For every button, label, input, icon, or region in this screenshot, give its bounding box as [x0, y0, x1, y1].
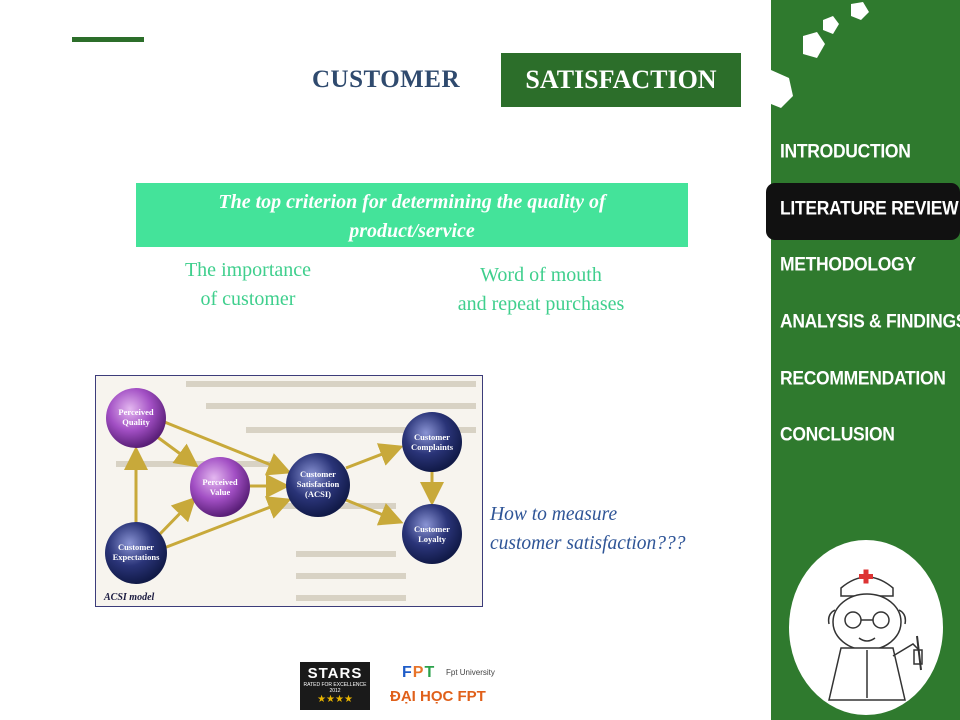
diagram-arrows	[124, 419, 444, 550]
fpt-logo-sub: Fpt University	[446, 668, 495, 677]
point-importance: The importance of customer	[160, 256, 336, 314]
fpt-logo-word: FPT	[402, 664, 435, 682]
acsi-model-figure: Perceived Quality Perceived Value Custom…	[95, 375, 483, 607]
node-perceived-value-label-2: Value	[210, 487, 231, 497]
node-customer-satisfaction-label-2: Satisfaction	[297, 479, 340, 489]
node-customer-complaints-label-2: Complaints	[411, 442, 454, 452]
nav-active-highlight	[766, 183, 960, 240]
node-customer-satisfaction-label-1: Customer	[300, 469, 336, 479]
nav-conclusion[interactable]: CONCLUSION	[780, 422, 895, 446]
nav-introduction[interactable]: INTRODUCTION	[780, 139, 911, 163]
node-customer-loyalty-label-2: Loyalty	[418, 534, 447, 544]
node-perceived-quality-label-2: Quality	[122, 417, 150, 427]
question-line-2: customer satisfaction???	[490, 533, 686, 554]
banner-line-2: product/service	[349, 220, 475, 242]
point-wom-line-1: Word of mouth	[480, 264, 602, 286]
doctor-mascot	[789, 540, 943, 715]
fpt-logo: FPT Fpt University ĐẠI HỌC FPT	[390, 662, 500, 710]
nav-recommendation[interactable]: RECOMMENDATION	[780, 366, 946, 390]
title-satisfaction-box: SATISFACTION	[501, 53, 741, 107]
node-perceived-value-label-1: Perceived	[202, 477, 238, 487]
stars-logo: STARS RATED FOR EXCELLENCE 2012 ★★★★	[300, 662, 370, 710]
fpt-logo-name: ĐẠI HỌC FPT	[390, 688, 486, 705]
deco-shape-2	[803, 32, 825, 58]
nav-methodology[interactable]: METHODOLOGY	[780, 252, 916, 276]
point-importance-line-1: The importance	[184, 259, 312, 281]
sidebar-decoration	[771, 2, 869, 108]
figure-caption: ACSI model	[103, 592, 155, 603]
sidebar: INTRODUCTION LITERATURE REVIEW METHODOLO…	[766, 0, 960, 720]
node-customer-complaints-label-1: Customer	[414, 432, 450, 442]
deco-shape-3	[823, 16, 839, 34]
acsi-diagram: Perceived Quality Perceived Value Custom…	[103, 381, 476, 603]
nav-analysis-findings[interactable]: ANALYSIS & FINDINGS	[780, 309, 960, 333]
doctor-mascot-drawing	[827, 569, 923, 701]
title-customer: CUSTOMER	[312, 66, 461, 93]
node-customer-loyalty	[402, 504, 462, 564]
criterion-banner: The top criterion for determining the qu…	[136, 183, 688, 247]
node-customer-complaints	[402, 412, 462, 472]
node-customer-loyalty-label-1: Customer	[414, 524, 450, 534]
question-line-1: How to measure	[490, 504, 618, 525]
nav-literature-review[interactable]: LITERATURE REVIEW	[780, 196, 959, 220]
banner-line-1: The top criterion for determining the qu…	[218, 191, 606, 213]
node-perceived-quality-label-1: Perceived	[118, 407, 154, 417]
stars-logo-title: STARS	[307, 665, 363, 682]
fpt-logo-text: FPT	[402, 664, 436, 681]
node-customer-expectations-label-2: Expectations	[113, 552, 160, 562]
node-customer-expectations-label-1: Customer	[118, 542, 154, 552]
accent-line	[72, 37, 144, 42]
measure-question: How to measure customer satisfaction???	[490, 500, 686, 558]
stars-logo-year: 2012	[329, 688, 341, 694]
deco-shape-4	[851, 2, 869, 20]
node-perceived-quality	[106, 388, 166, 448]
stars-logo-sub: RATED FOR EXCELLENCE	[303, 682, 367, 688]
stars-logo-stars: ★★★★	[317, 694, 353, 705]
deco-shape-1	[771, 70, 793, 108]
point-importance-line-2: of customer	[200, 288, 296, 310]
point-word-of-mouth: Word of mouth and repeat purchases	[432, 261, 650, 319]
node-customer-satisfaction-label-3: (ACSI)	[305, 489, 331, 499]
node-perceived-value	[190, 457, 250, 517]
point-wom-line-2: and repeat purchases	[457, 293, 625, 315]
node-customer-expectations	[105, 522, 167, 584]
node-customer-satisfaction	[286, 453, 350, 517]
